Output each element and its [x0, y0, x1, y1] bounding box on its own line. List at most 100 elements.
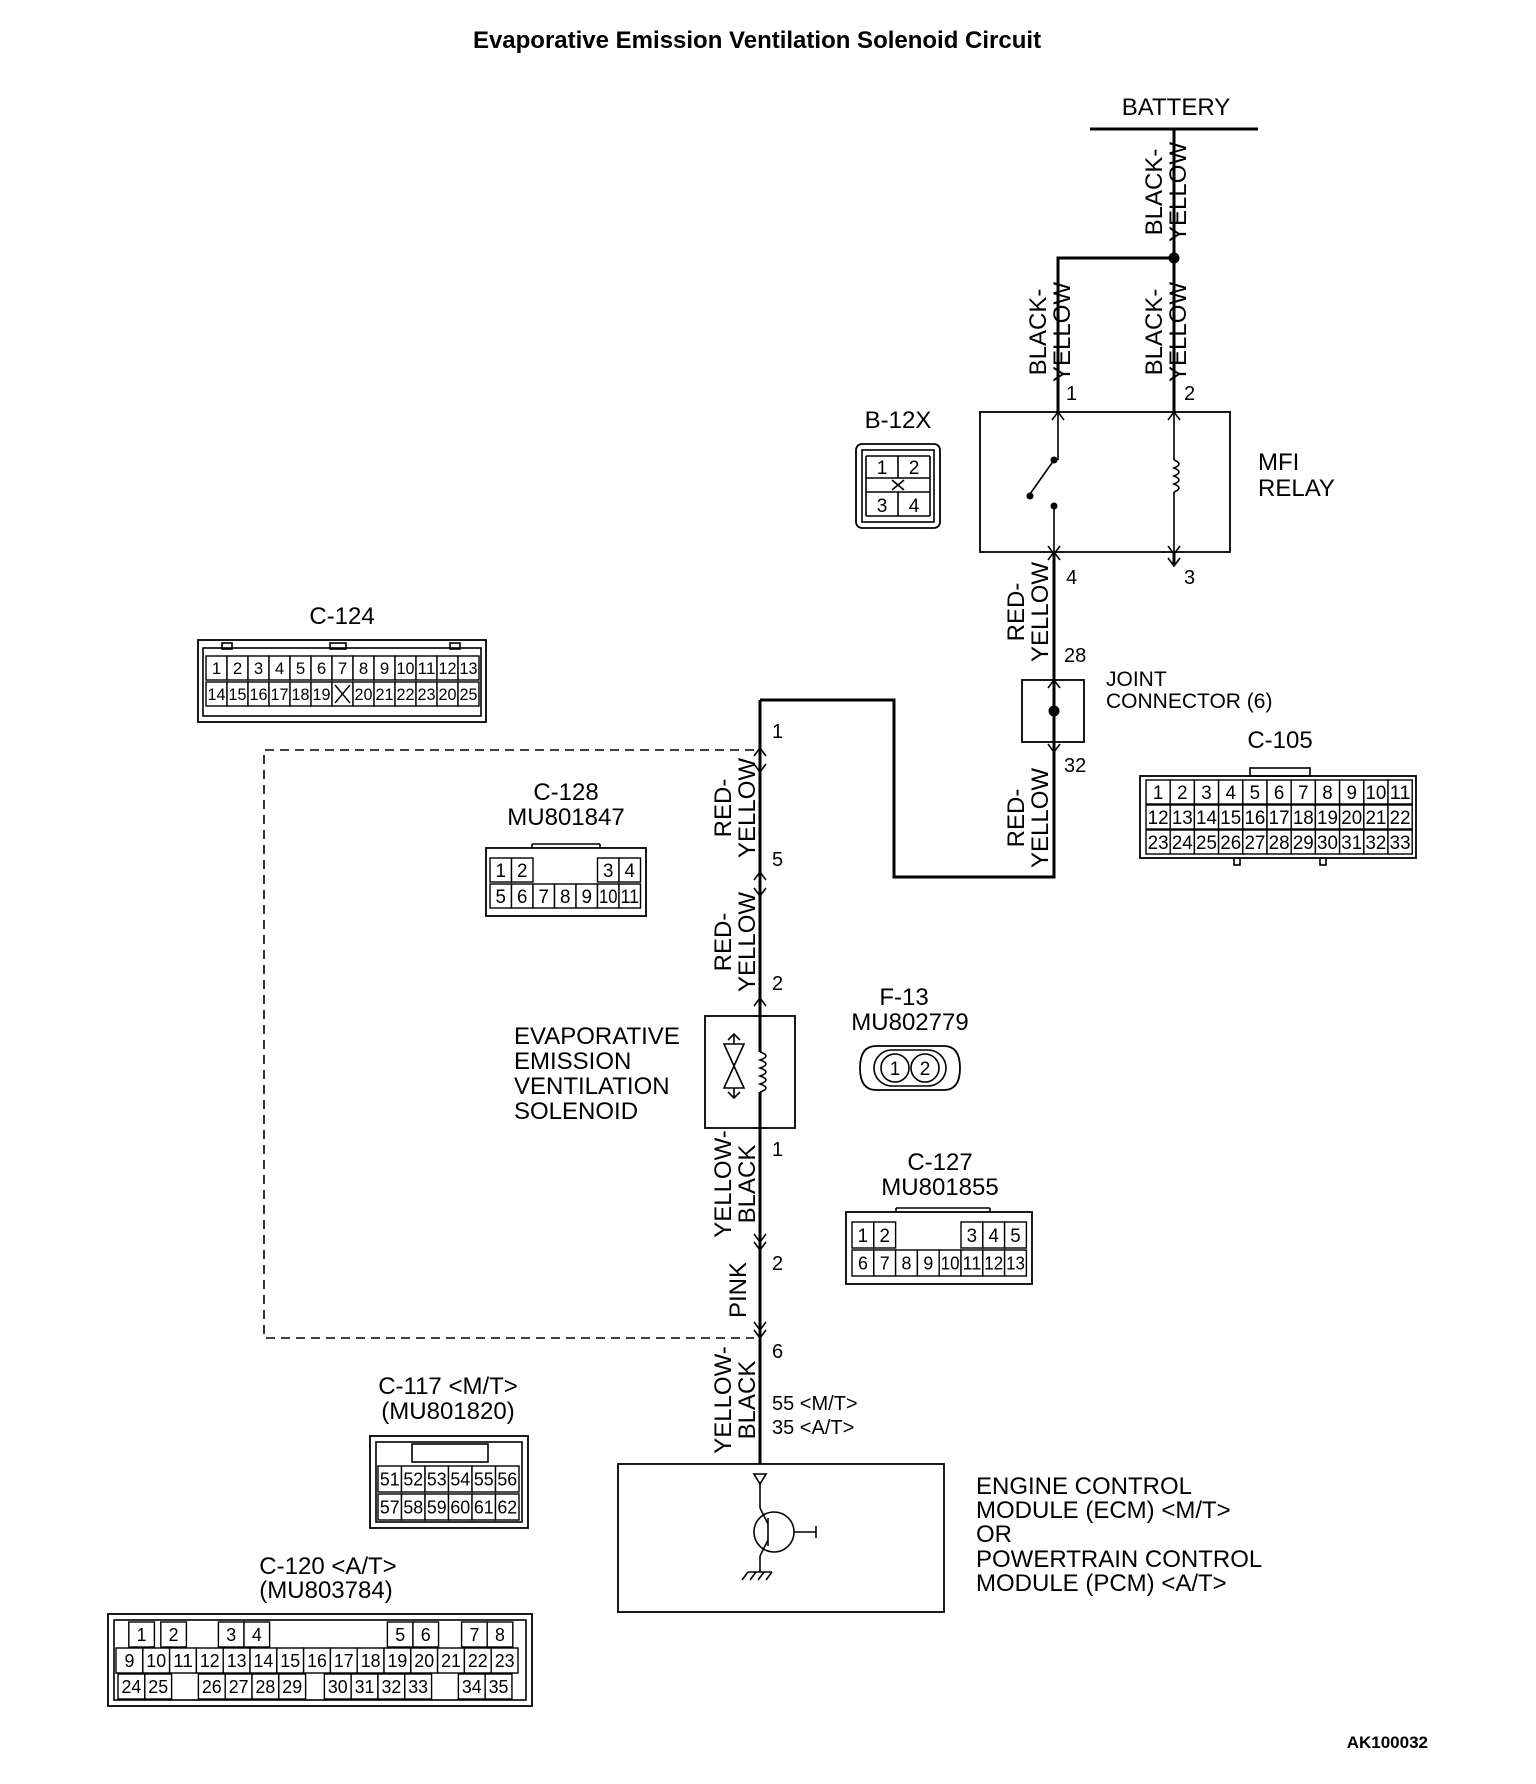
harness-pin-2-c127: 2 [772, 1253, 783, 1275]
c120-r2-cell [222, 1647, 251, 1674]
c120-r3-cell [144, 1673, 173, 1700]
c120-r2-pin-label: 16 [307, 1651, 327, 1671]
c120-r3-pin-label: 24 [122, 1677, 142, 1697]
c105-r2-pin-label: 12 [1148, 808, 1169, 829]
c120-r3-cell [278, 1673, 307, 1700]
c120-r1-cell [386, 1621, 414, 1648]
harness-pin-6: 6 [772, 1341, 783, 1363]
c105-r2-cell [1193, 804, 1220, 830]
c105-r2-pin-label: 22 [1390, 808, 1411, 829]
c105-r3-pin-label: 31 [1341, 833, 1362, 854]
svg-text:YELLOW: YELLOW [734, 892, 761, 992]
c105-r2-cell [1217, 804, 1244, 830]
c105-name: C-105 [1247, 727, 1312, 754]
c127-r2-pin-label: 6 [858, 1253, 868, 1273]
c120-r3-pin-label: 28 [256, 1677, 276, 1697]
c105-r2-cell [1363, 804, 1389, 830]
harness-arrows [753, 746, 767, 1340]
c124-r1-cell [457, 655, 480, 681]
svg-text:RED-: RED- [1003, 789, 1030, 848]
ecm-label-2: MODULE (ECM) <M/T> [976, 1497, 1231, 1524]
c120-part: (MU803784) [259, 1577, 392, 1604]
c124-r2-pin-label: 23 [418, 685, 436, 704]
svg-text:PINK: PINK [725, 1262, 752, 1318]
c105-r1-pin-label: 3 [1201, 783, 1211, 804]
c120-r3-cell [457, 1673, 486, 1700]
c120-r3-pin-label: 25 [148, 1677, 168, 1697]
c105-r1-pin-label: 5 [1250, 783, 1260, 804]
harness-pin-2-solenoid: 2 [772, 973, 783, 995]
c120-r3-pin-label: 32 [381, 1677, 401, 1697]
wire-label-red-yellow-1: RED- YELLOW [1003, 562, 1054, 662]
c105-r3-cell [1242, 829, 1268, 855]
battery: BATTERY [1090, 94, 1258, 131]
figure-code: AK100032 [1347, 1733, 1428, 1752]
c120-r2-cell [490, 1647, 519, 1674]
wire-label-red-yellow-3: RED- YELLOW [710, 758, 761, 858]
c105-r1-cell [1266, 779, 1292, 805]
c120-r3-pin-label: 30 [328, 1677, 348, 1697]
c105-r1-pin-label: 1 [1153, 783, 1163, 804]
c120-r1-cell [128, 1621, 156, 1648]
c120-r1-pin-label: 4 [252, 1625, 262, 1645]
c124-r1-pin-label: 7 [338, 659, 347, 678]
c124-r1-pin-label: 11 [418, 659, 436, 678]
c120-r2-pin-label: 17 [334, 1651, 354, 1671]
c120-r3-pin-label: 35 [489, 1677, 509, 1697]
c127-r2-cell [1003, 1249, 1028, 1277]
harness-pin-1-solenoid: 1 [772, 1139, 783, 1161]
c124-r2-pin-label: 18 [292, 685, 310, 704]
b12x-cell-1: 1 [877, 458, 888, 479]
svg-text:BLACK: BLACK [734, 1361, 761, 1440]
c128-r2-pin-label: 5 [496, 887, 506, 908]
c117-r1-pin-label: 53 [427, 1469, 447, 1489]
joint-connector: 28 32 JOINT CONNECTOR (6) [1021, 645, 1272, 777]
c117-r2-pin-label: 61 [474, 1497, 494, 1517]
c120-r3-pin-label: 29 [282, 1677, 302, 1697]
c124-r1-pin-label: 3 [254, 659, 263, 678]
mfi-relay-label-1: MFI [1258, 449, 1299, 476]
c105-r2-pin-label: 17 [1269, 808, 1290, 829]
f13-part: MU802779 [851, 1009, 968, 1036]
svg-text:BLACK-: BLACK- [1025, 289, 1052, 376]
c120-r1-pin-label: 3 [226, 1625, 236, 1645]
c105-r3-pin-label: 25 [1196, 833, 1217, 854]
c117-r1-pin-label: 51 [380, 1469, 400, 1489]
c128-r1-pin-label: 3 [603, 861, 613, 882]
connector-f13: F-13 MU802779 1 2 [851, 984, 969, 1091]
svg-text:YELLOW: YELLOW [1049, 282, 1076, 382]
c105-r2-pin-label: 15 [1220, 808, 1241, 829]
c120-r1-cell [243, 1621, 271, 1648]
solenoid-label-1: EVAPORATIVE [514, 1023, 680, 1050]
ecm-label-4: POWERTRAIN CONTROL [976, 1546, 1262, 1573]
c105-r3-pin-label: 30 [1317, 833, 1338, 854]
c124-r1-pin-label: 10 [397, 659, 415, 678]
c105-r3-pin-label: 29 [1293, 833, 1314, 854]
c120-name: C-120 <A/T> [259, 1553, 396, 1580]
c120-r3-pin-label: 33 [408, 1677, 428, 1697]
f13-cell-2: 2 [920, 1059, 931, 1080]
c105-r2-pin-label: 18 [1293, 808, 1314, 829]
c117-r2-pin-label: 60 [450, 1497, 470, 1517]
svg-text:YELLOW-: YELLOW- [710, 1130, 737, 1238]
c128-r2-cell [618, 883, 642, 909]
c124-r2-pin-label: 21 [376, 685, 394, 704]
c117-r2-pin-label: 58 [403, 1497, 423, 1517]
c120-r2-cell [436, 1647, 466, 1674]
ecm-pin-at: 35 <A/T> [772, 1417, 854, 1439]
c117-r2-pin-label: 62 [497, 1497, 517, 1517]
b12x-cell-3: 3 [877, 496, 888, 517]
c128-r2-pin-label: 9 [582, 887, 592, 908]
c128-part: MU801847 [507, 804, 624, 831]
c127-name: C-127 [907, 1149, 972, 1176]
connector-b12x: B-12X 1 2 3 4 [855, 407, 941, 529]
c105-r3-cell [1217, 829, 1244, 855]
wire-label-pink: PINK [725, 1262, 752, 1318]
svg-text:YELLOW-: YELLOW- [710, 1346, 737, 1454]
c105-r1-cell [1169, 779, 1196, 805]
relay-pin-2: 2 [1184, 383, 1195, 405]
c105-r1-pin-label: 9 [1346, 783, 1356, 804]
c127-part: MU801855 [881, 1174, 998, 1201]
svg-text:BLACK-: BLACK- [1141, 289, 1168, 376]
